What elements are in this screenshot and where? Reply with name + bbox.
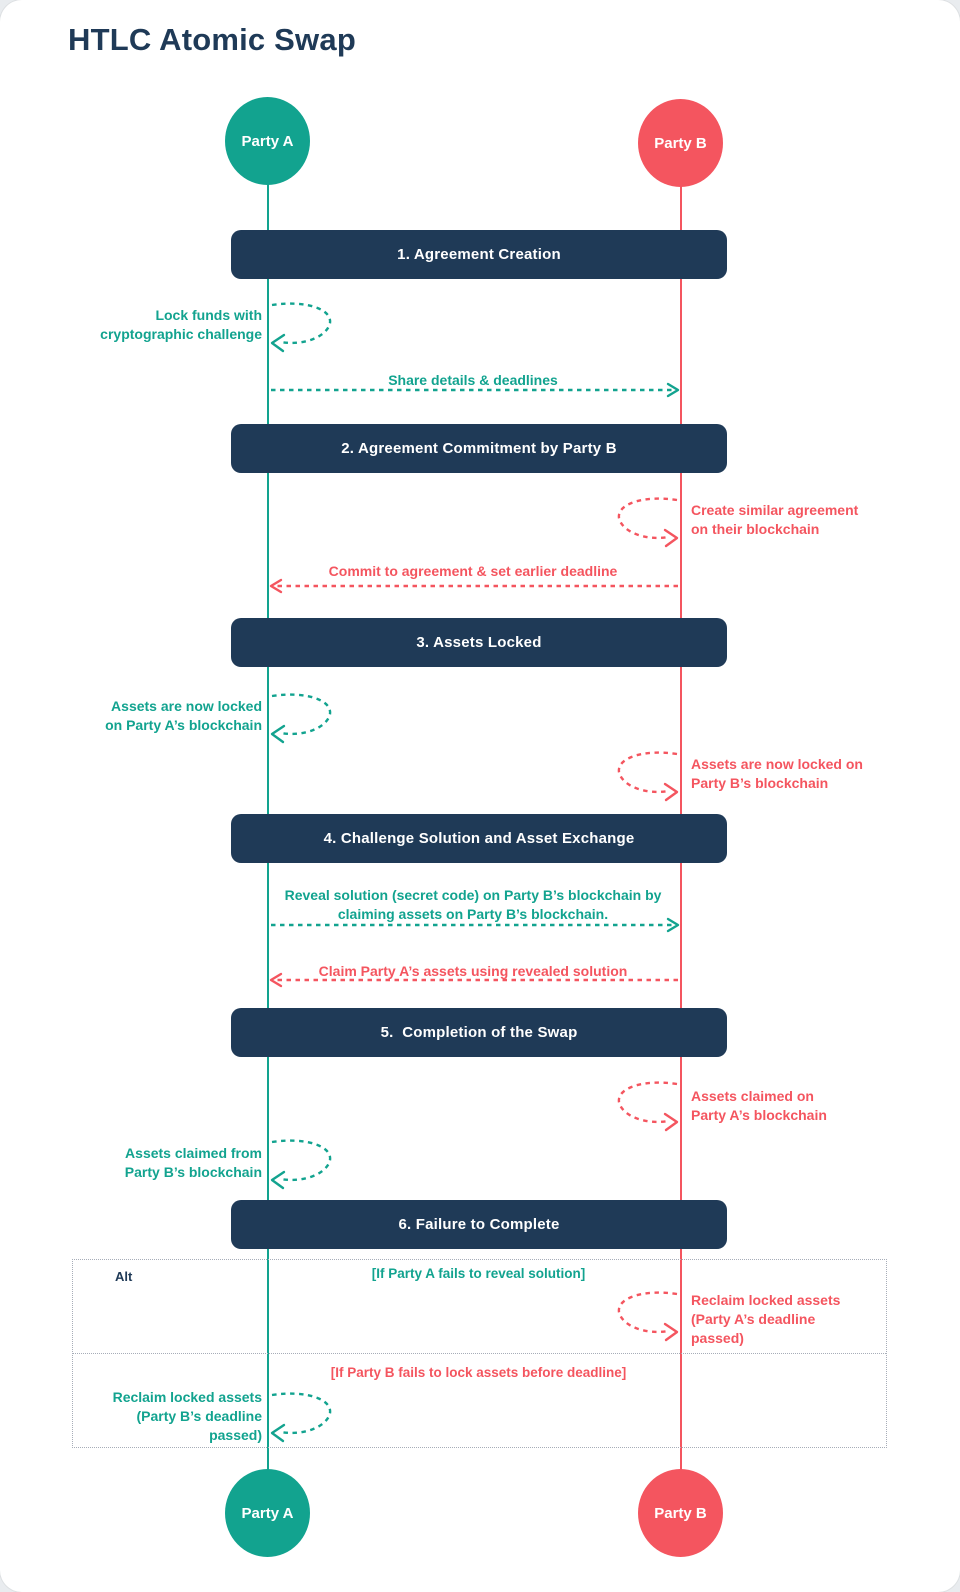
alt-fragment-label: Alt (115, 1269, 133, 1284)
phase-bar-1: 1. Agreement Creation (231, 230, 727, 279)
actor-label: Party A (241, 132, 294, 150)
arrowhead-icon (270, 333, 286, 353)
self-message-label-reclaim-by-a: Reclaim locked assets (Party B’s deadlin… (112, 1389, 262, 1443)
alt-section-divider (73, 1353, 886, 1354)
phase-bar-5: 5. Completion of the Swap (231, 1008, 727, 1057)
message-label-claim: Claim Party A’s assets using revealed so… (318, 963, 628, 979)
page-title: HTLC Atomic Swap (68, 22, 356, 57)
alt-guard-party-b-fails: [If Party B fails to lock assets before … (330, 1365, 627, 1380)
phase-label: 5. Completion of the Swap (380, 1024, 578, 1041)
arrowhead-icon (270, 724, 286, 744)
self-message-label-assets-locked-b: Assets are now locked on Party B’s block… (691, 756, 863, 791)
phase-bar-2: 2. Agreement Commitment by Party B (231, 424, 727, 473)
alt-fragment-frame: Alt (72, 1259, 887, 1448)
actor-party-b-bottom: Party B (638, 1469, 723, 1557)
phase-label: 1. Agreement Creation (397, 246, 561, 263)
self-loop-assets-claimed-on-a (617, 1081, 678, 1124)
self-message-label-lock-funds: Lock funds with cryptographic challenge (100, 307, 262, 342)
self-message-label-reclaim-by-b: Reclaim locked assets (Party A’s deadlin… (691, 1292, 841, 1346)
actor-party-a-top: Party A (225, 97, 310, 185)
arrowhead-icon (269, 578, 283, 594)
alt-guard-party-a-fails: [If Party A fails to reveal solution] (371, 1266, 586, 1281)
arrowhead-icon (270, 1170, 286, 1190)
self-message-label-assets-locked-a: Assets are now locked on Party A’s block… (105, 698, 262, 733)
message-label-reveal: Reveal solution (secret code) on Party B… (284, 887, 662, 922)
phase-label: 2. Agreement Commitment by Party B (341, 440, 617, 457)
actor-label: Party B (654, 1504, 707, 1522)
phase-bar-4: 4. Challenge Solution and Asset Exchange (231, 814, 727, 863)
message-label-commit: Commit to agreement & set earlier deadli… (328, 563, 618, 579)
arrowhead-icon (270, 1423, 286, 1443)
message-label-share-details: Share details & deadlines (388, 372, 558, 388)
self-message-label-assets-claimed-from-b: Assets claimed from Party B’s blockchain (124, 1145, 262, 1180)
arrowhead-icon (663, 1322, 679, 1342)
self-loop-create-agreement (617, 497, 678, 540)
self-loop-assets-claimed-from-b (271, 1139, 332, 1182)
actor-label: Party A (241, 1504, 294, 1522)
actor-party-b-top: Party B (638, 99, 723, 187)
phase-label: 3. Assets Locked (416, 634, 542, 651)
arrowhead-icon (269, 972, 283, 988)
phase-label: 4. Challenge Solution and Asset Exchange (323, 830, 635, 847)
phase-label: 6. Failure to Complete (398, 1216, 560, 1233)
self-message-label-assets-claimed-on-a: Assets claimed on Party A’s blockchain (691, 1088, 827, 1123)
self-loop-reclaim-by-a (271, 1392, 332, 1435)
self-loop-lock-funds (271, 302, 332, 345)
self-loop-assets-locked-a (271, 693, 332, 736)
actor-label: Party B (654, 134, 707, 152)
phase-bar-6: 6. Failure to Complete (231, 1200, 727, 1249)
actor-party-a-bottom: Party A (225, 1469, 310, 1557)
self-loop-reclaim-by-b (617, 1291, 678, 1334)
arrowhead-icon (663, 1112, 679, 1132)
self-message-label-create-agreement: Create similar agreement on their blockc… (691, 502, 859, 537)
phase-bar-3: 3. Assets Locked (231, 618, 727, 667)
arrowhead-icon (666, 917, 680, 933)
arrowhead-icon (663, 782, 679, 802)
arrowhead-icon (666, 382, 680, 398)
arrowhead-icon (663, 528, 679, 548)
self-loop-assets-locked-b (617, 751, 678, 794)
